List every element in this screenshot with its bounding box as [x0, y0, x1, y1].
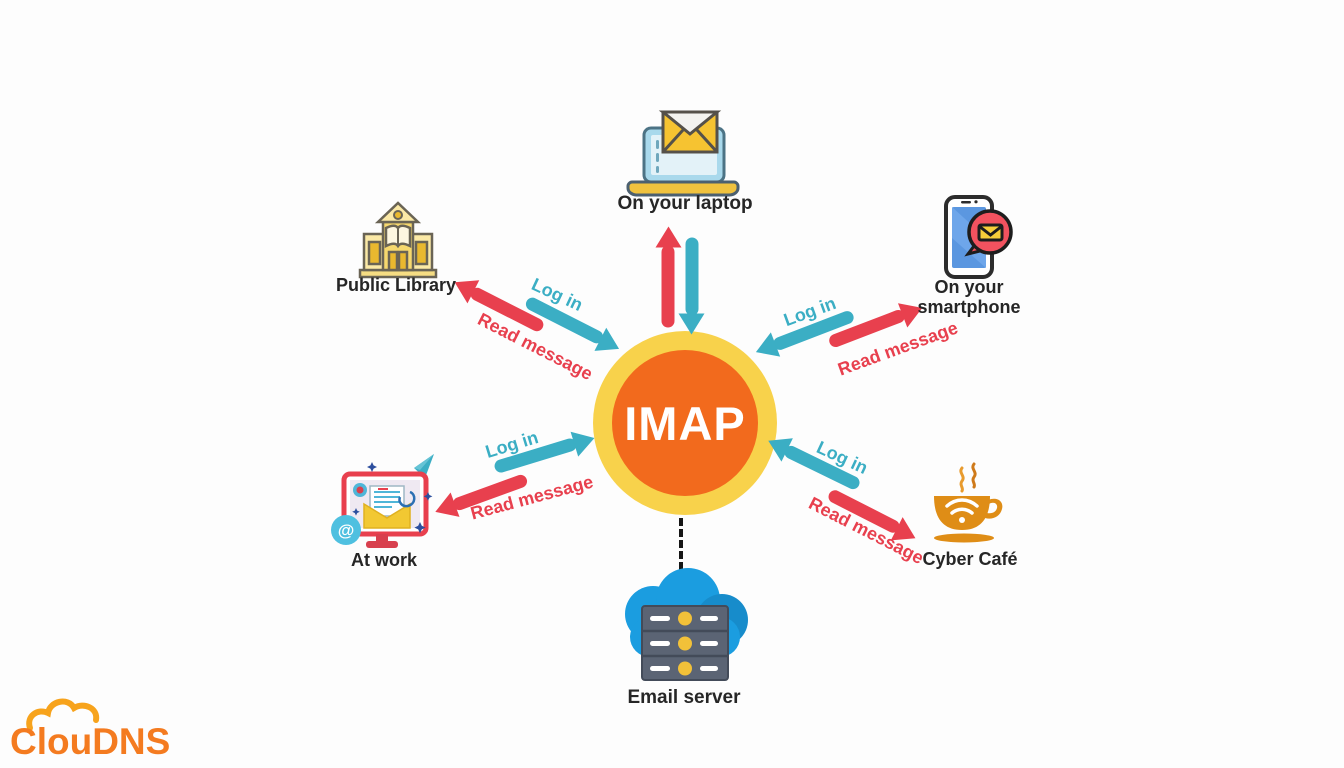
laptop-envelope-icon [658, 110, 722, 154]
laptop-icon [626, 110, 740, 197]
imap-core-circle: IMAP [612, 350, 758, 496]
cloud-outline-icon [26, 698, 100, 731]
read-label-lower-left: Read message [468, 471, 596, 524]
star-icon [367, 462, 377, 472]
svg-text:@: @ [338, 521, 355, 540]
imap-center-circle: IMAP [593, 331, 777, 515]
smartphone-label-line1: On your [934, 277, 1004, 297]
new-mail-bubble-icon [964, 209, 1013, 257]
cloudns-logo: ClouDNS [10, 698, 170, 762]
library-label: Public Library [335, 275, 457, 295]
read-message-arrow-top [661, 245, 675, 328]
email-server-icon [625, 568, 748, 681]
wifi-icon [945, 498, 979, 523]
steam-icon [971, 462, 977, 489]
library-book-icon [384, 224, 412, 249]
star-icon [423, 492, 433, 501]
server-rack-icon [641, 605, 729, 681]
at-badge-icon: @ [331, 515, 361, 545]
star-icon [352, 508, 360, 516]
cafe-label: Cyber Café [922, 549, 1018, 569]
public-library-icon [358, 201, 438, 279]
envelope-icon [363, 502, 411, 529]
cup-handle [985, 498, 1003, 519]
work-label: At work [350, 550, 417, 570]
login-arrow-top [685, 237, 699, 316]
saucer [934, 533, 994, 543]
imap-title: IMAP [624, 396, 746, 450]
laptop-label: On your laptop [617, 193, 753, 214]
star-icon [414, 522, 426, 534]
logo-text: ClouDNS [10, 721, 170, 762]
smartphone-icon [944, 195, 1013, 279]
at-work-icon: @ [331, 454, 434, 548]
server-label: Email server [627, 687, 741, 708]
steam-icon [959, 466, 965, 493]
cyber-cafe-icon [934, 462, 1003, 543]
server-dashed-connector [679, 518, 683, 570]
smartphone-label: On your smartphone [869, 277, 1069, 317]
smartphone-label-line2: smartphone [917, 297, 1021, 317]
